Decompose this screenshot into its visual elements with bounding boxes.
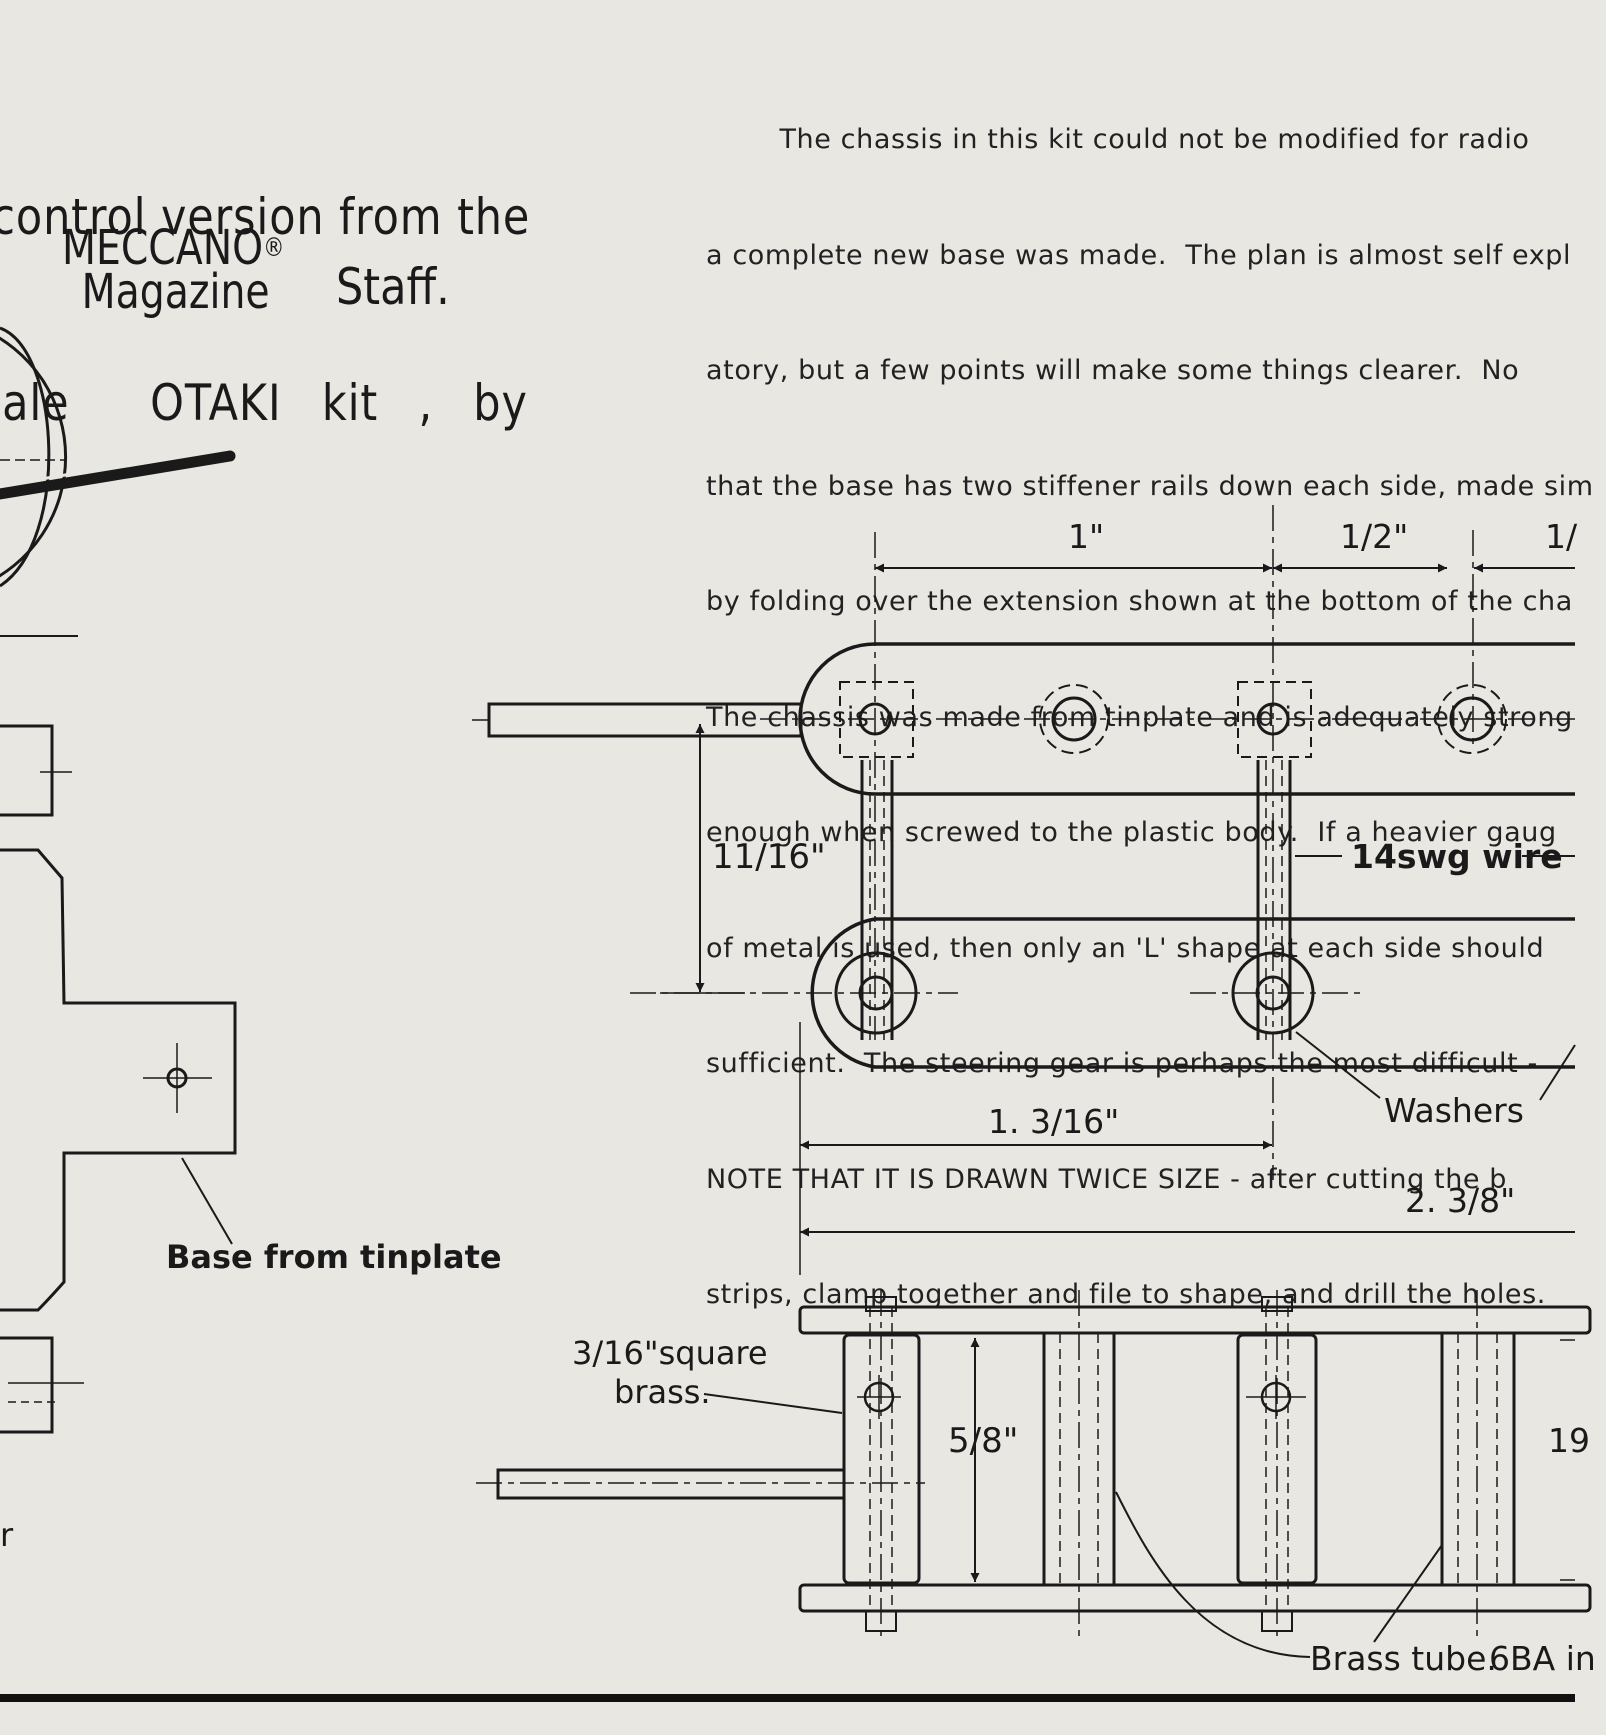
article-body: The chassis in this kit could not be mod… [706,44,1606,1353]
dim-nineteen: 19 [1548,1421,1590,1460]
registered-mark: ® [263,233,285,263]
drawing-labels: 1" 1/2" 1/ 11/16" 14swg wire Washers 1. … [0,517,1596,1678]
tinplate-base-drawing [0,724,237,1434]
meccano-magazine-logo: MECCANO® Magazine [62,224,285,320]
steering-gear-plan [472,505,1576,1275]
label-square-brass-2: brass. [614,1373,711,1411]
label-base-from-tinplate: Base from tinplate [166,1238,502,1276]
dim-two-three-eighths: 2. 3/8" [1405,1181,1515,1220]
body-line: NOTE THAT IT IS DRAWN TWICE SIZE - after… [706,1163,1508,1195]
logo-magazine: Magazine [81,264,270,320]
dim-eleven-sixteenths: 11/16" [712,837,826,877]
body-line: of metal is used, then only an 'L' shape… [706,932,1545,964]
label-square-brass-1: 3/16"square [572,1334,768,1372]
body-line: a complete new base was made. The plan i… [706,239,1572,271]
label-brass-tube: Brass tube. [1310,1639,1497,1678]
dim-1-inch: 1" [1068,517,1104,556]
body-line: that the base has two stiffener rails do… [706,470,1594,502]
steering-gear-elevation [476,1290,1592,1658]
label-washers: Washers [1384,1091,1524,1130]
dim-half-inch-b: 1/ [1545,517,1578,556]
label-wire: 14swg wire [1351,837,1563,876]
label-six-ba: 6BA in [1489,1639,1596,1678]
dim-one-three-sixteenths: 1. 3/16" [988,1102,1119,1141]
label-fragment-r: r [0,1516,14,1554]
body-line: by folding over the extension shown at t… [706,586,1573,617]
steering-wheel-drawing [0,326,236,637]
body-line: The chassis in this kit could not be mod… [706,124,1530,155]
page-bottom-rule [0,1694,1575,1702]
dim-five-eighths: 5/8" [948,1421,1018,1461]
logo-meccano: MECCANO [62,220,264,276]
byline-staff: Staff. [336,258,450,316]
body-line: enough when screwed to the plastic body.… [706,817,1557,848]
body-line: sufficient. The steering gear is perhaps… [706,1048,1538,1079]
body-line: strips, clamp together and file to shape… [706,1279,1546,1310]
dim-half-inch-a: 1/2" [1340,517,1408,556]
body-line: atory, but a few points will make some t… [706,355,1520,386]
